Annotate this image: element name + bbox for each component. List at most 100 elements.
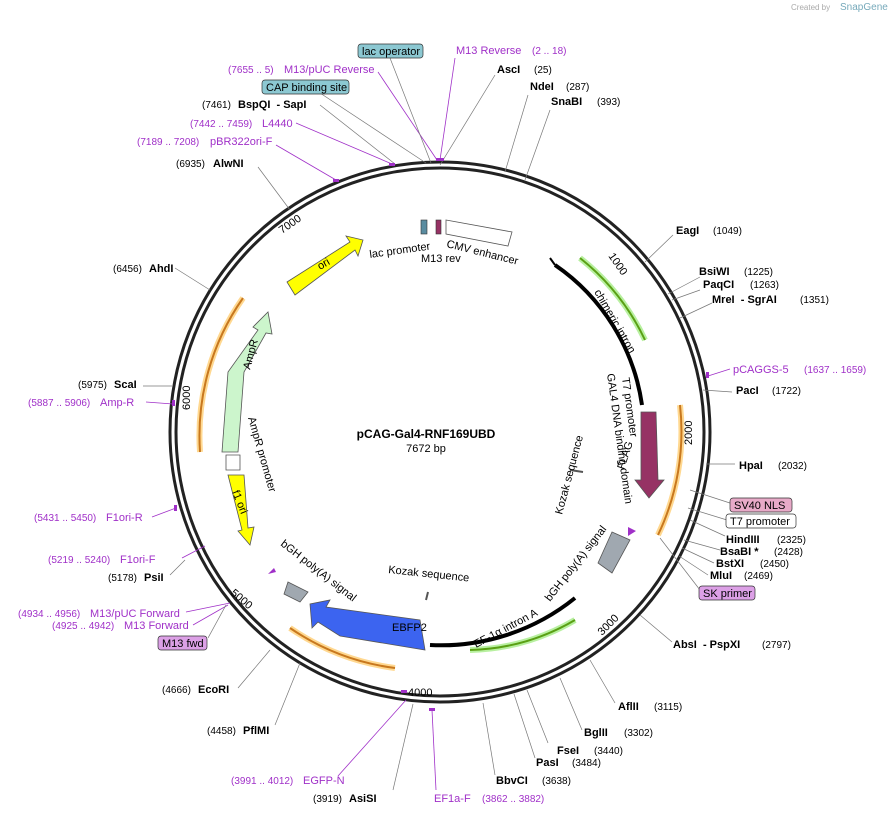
feature-f1-ori: f1 ori <box>229 489 249 516</box>
svg-text:(2325): (2325) <box>777 535 806 546</box>
svg-text:(3919): (3919) <box>313 794 342 805</box>
lac-promoter-box <box>420 219 428 235</box>
bgh-box-1 <box>597 531 631 574</box>
site-snabi: SnaBI <box>551 96 582 108</box>
site-hpai: HpaI <box>739 460 763 472</box>
svg-text:(3991 .. 4012): (3991 .. 4012) <box>231 776 293 787</box>
site-bspqi: BspQI - SapI <box>238 99 306 111</box>
primer-amp-r: Amp-R <box>100 397 134 409</box>
primer-f1ori-f: F1ori-F <box>120 554 156 566</box>
t7-promoter-box-label: T7 promoter <box>730 516 790 528</box>
primer-m13-reverse: M13 Reverse <box>456 45 521 57</box>
site-paci: PacI <box>736 385 759 397</box>
svg-text:(5178): (5178) <box>108 573 137 584</box>
sv40-nls-label: SV40 NLS <box>734 500 785 512</box>
primer-egfp-n: EGFP-N <box>303 775 345 787</box>
svg-text:(4666): (4666) <box>162 685 191 696</box>
site-bbvci: BbvCI <box>496 775 528 787</box>
svg-text:(287): (287) <box>566 82 589 93</box>
site-leaders <box>143 74 735 791</box>
plasmid-length: 7672 bp <box>406 443 446 455</box>
site-scai: ScaI <box>114 379 137 391</box>
ampr-arrow[interactable] <box>221 311 273 453</box>
svg-text:(3484): (3484) <box>572 758 601 769</box>
tick-7000: 7000 <box>277 213 304 237</box>
sk-primer-label: SK primer <box>703 588 752 600</box>
kozak-mark-2 <box>425 591 429 601</box>
site-paqci: PaqCI <box>703 279 734 291</box>
svg-text:(4458): (4458) <box>207 726 236 737</box>
svg-text:(2450): (2450) <box>760 559 789 570</box>
svg-text:(4925 .. 4942): (4925 .. 4942) <box>52 621 114 632</box>
tick-4000: 4000 <box>408 687 432 699</box>
lac-operator-label: lac operator <box>362 46 420 58</box>
primer-m13-forward: M13 Forward <box>124 620 189 632</box>
svg-text:(2428): (2428) <box>774 547 803 558</box>
ef1a-arc <box>429 596 577 648</box>
svg-text:(3862 .. 3882): (3862 .. 3882) <box>482 794 544 805</box>
site-bglii: BglII <box>584 727 608 739</box>
intron-arc <box>553 263 644 406</box>
svg-text:(1049): (1049) <box>713 226 742 237</box>
svg-text:(5975): (5975) <box>78 380 107 391</box>
feature-kozak-2: Kozak sequence <box>388 564 470 584</box>
site-asci: AscI <box>497 64 520 76</box>
site-ndei: NdeI <box>530 81 554 93</box>
svg-text:(3638): (3638) <box>542 776 571 787</box>
svg-text:(393): (393) <box>597 97 620 108</box>
primer-m13puc-forward: M13/pUC Forward <box>90 608 180 620</box>
credit-brand: SnapGene <box>840 2 888 13</box>
gal4-arrow[interactable] <box>634 411 665 499</box>
f1-ori-arrow[interactable] <box>227 474 255 546</box>
feature-m13-rev: M13 rev <box>421 253 461 265</box>
site-alwni: AlwNI <box>213 158 244 170</box>
ori-arrow[interactable] <box>286 235 364 296</box>
site-ahdi: AhdI <box>149 263 173 275</box>
svg-text:(3302): (3302) <box>624 728 653 739</box>
primer-leaders <box>145 57 731 791</box>
site-psii: PsiI <box>144 572 164 584</box>
kozak-mark-1 <box>569 469 584 473</box>
site-aflii: AflII <box>618 701 639 713</box>
backbone-outer <box>168 160 712 704</box>
svg-text:(6456): (6456) <box>113 264 142 275</box>
svg-text:(2469): (2469) <box>744 571 773 582</box>
feature-ampr-promoter: AmpR promoter <box>245 416 278 494</box>
site-ecori: EcoRI <box>198 684 229 696</box>
svg-text:(5887 .. 5906): (5887 .. 5906) <box>28 398 90 409</box>
feature-kozak-1: Kozak sequence <box>553 434 586 516</box>
credit-prefix: Created by <box>791 3 830 12</box>
tick-5000: 5000 <box>228 587 254 612</box>
site-pflmi: PflMI <box>243 725 269 737</box>
svg-text:(2 .. 18): (2 .. 18) <box>532 46 566 57</box>
svg-text:(2797): (2797) <box>762 640 791 651</box>
svg-text:(7655 .. 5): (7655 .. 5) <box>228 65 274 76</box>
site-asisi: AsiSI <box>349 793 377 805</box>
cap-binding-site-label: CAP binding site <box>266 82 347 94</box>
svg-text:(1351): (1351) <box>800 295 829 306</box>
site-pasi: PasI <box>536 757 559 769</box>
ebfp2-arrow[interactable] <box>309 599 426 651</box>
site-bsabi: BsaBI * <box>720 546 759 558</box>
primer-labels: M13 Reverse(2 .. 18) M13/pUC Reverse(765… <box>18 45 866 805</box>
ampr-promoter-box <box>225 454 241 471</box>
primer-l4440: L4440 <box>262 118 293 130</box>
primer-ef1a-f: EF1a-F <box>434 793 471 805</box>
site-bsiwi: BsiWI <box>699 266 730 278</box>
feature-ori: ori <box>316 256 333 273</box>
tick-2000: 2000 <box>683 421 695 445</box>
boxed-labels: lac operator CAP binding site SV40 NLS T… <box>157 43 797 651</box>
svg-text:(25): (25) <box>534 65 552 76</box>
m13-fwd-label: M13 fwd <box>162 638 204 650</box>
tick-6000: 6000 <box>181 386 193 410</box>
site-mrei: MreI - SgrAI <box>712 294 777 306</box>
svg-text:(3115): (3115) <box>654 702 682 713</box>
tick-1000: 1000 <box>606 251 630 278</box>
svg-text:(5219 .. 5240): (5219 .. 5240) <box>48 555 110 566</box>
restriction-sites: AscI(25) NdeI(287) SnaBI(393) EagI(1049)… <box>78 64 829 805</box>
primer-pbr322ori-f: pBR322ori-F <box>210 136 273 148</box>
svg-text:(4934 .. 4956): (4934 .. 4956) <box>18 609 80 620</box>
site-hindiii: HindIII <box>726 534 760 546</box>
backbone-inner <box>174 166 706 698</box>
